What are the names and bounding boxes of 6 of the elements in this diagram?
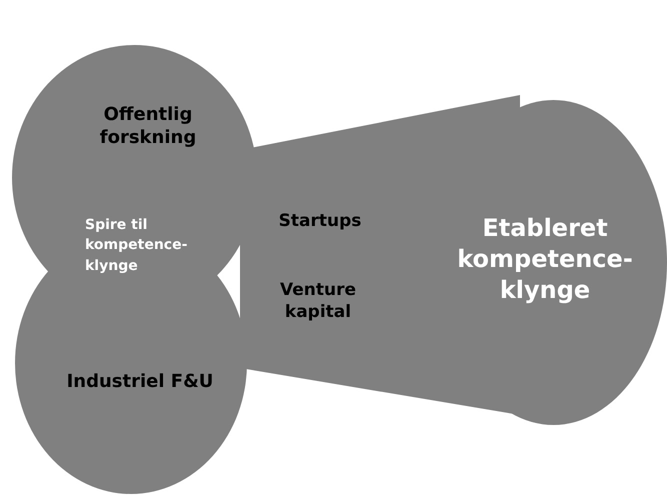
node-label: Startups <box>278 210 362 232</box>
node-label: Venture kapital <box>278 279 357 324</box>
node-label: Offentlig forskning <box>98 103 198 150</box>
node-label: Industriel F&U <box>66 370 214 394</box>
region-label: Spire til kompetence-klynge <box>85 216 188 276</box>
node-label: Etableret kompetence-klynge <box>456 213 634 306</box>
